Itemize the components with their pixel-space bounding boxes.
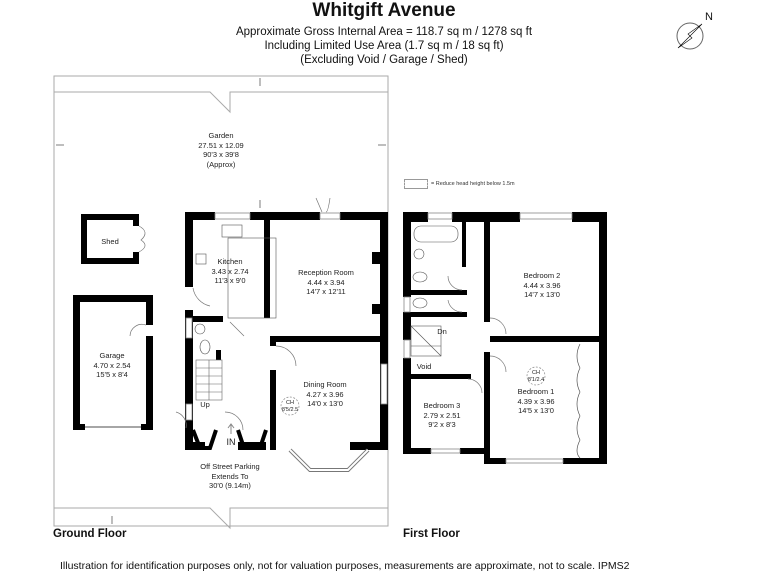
room-label-garage: Garage 4.70 x 2.54 15'5 x 8'4 bbox=[93, 351, 131, 379]
room-label-garden: Garden 27.51 x 12.09 90'3 x 39'8 (Approx… bbox=[198, 131, 244, 169]
entrance-label: IN bbox=[226, 437, 236, 447]
void-label: Void bbox=[416, 362, 432, 371]
ceiling-height-ground: CH 8'5/2.5 bbox=[281, 400, 299, 413]
parking-label: Off Street Parking Extends To 30'0 (9.14… bbox=[200, 462, 260, 490]
room-label-kitchen: Kitchen 3.43 x 2.74 11'3 x 9'0 bbox=[211, 257, 249, 285]
room-label-bedroom-3: Bedroom 3 2.79 x 2.51 9'2 x 8'3 bbox=[423, 401, 461, 429]
room-label-shed: Shed bbox=[101, 237, 119, 246]
gross-area-line: Approximate Gross Internal Area = 118.7 … bbox=[235, 26, 533, 38]
room-label-bedroom-1: Bedroom 1 4.39 x 3.96 14'5 x 13'0 bbox=[517, 387, 555, 415]
reduced-head-height-swatch bbox=[404, 179, 428, 189]
disclaimer: Illustration for identification purposes… bbox=[60, 560, 630, 572]
stairs-down-label: Dn bbox=[437, 327, 447, 336]
room-label-dining: Dining Room 4.27 x 3.96 14'0 x 13'0 bbox=[303, 380, 347, 408]
limited-use-line: Including Limited Use Area (1.7 sq m / 1… bbox=[264, 40, 504, 52]
ground-floor-label: Ground Floor bbox=[53, 528, 127, 540]
page-title: Whitgift Avenue bbox=[312, 0, 456, 21]
compass-icon: N bbox=[672, 11, 713, 54]
north-label: N bbox=[705, 11, 713, 23]
room-label-bedroom-2: Bedroom 2 4.44 x 3.96 14'7 x 13'0 bbox=[523, 271, 561, 299]
ceiling-height-first: CH 8'1/2.4 bbox=[527, 370, 545, 383]
excluding-line: (Excluding Void / Garage / Shed) bbox=[300, 54, 468, 66]
stairs-up-label: Up bbox=[200, 400, 210, 409]
room-label-reception: Reception Room 4.44 x 3.94 14'7 x 12'11 bbox=[298, 268, 354, 296]
legend: = Reduce head height below 1.5m bbox=[404, 179, 515, 189]
first-floor-label: First Floor bbox=[403, 528, 460, 540]
legend-text: = Reduce head height below 1.5m bbox=[431, 181, 515, 187]
